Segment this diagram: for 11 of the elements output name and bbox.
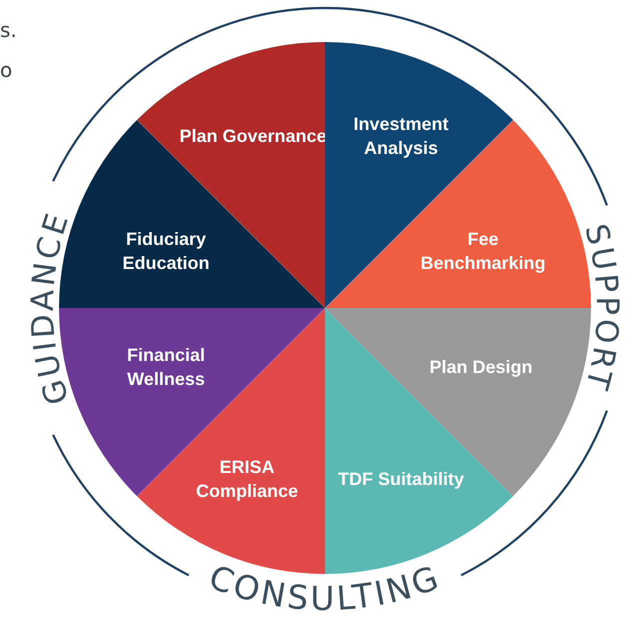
segment-label: Fiduciary Education — [121, 228, 210, 275]
segment-label: Plan Design — [428, 356, 534, 379]
segment-label: Plan Governance — [178, 125, 328, 148]
cut-off-text: o — [0, 58, 12, 82]
ring-label: CONSULTING — [204, 557, 446, 618]
segment-label: ERISA Compliance — [194, 456, 299, 503]
segment-label: Fee Benchmarking — [419, 228, 547, 275]
cut-off-text: s. — [0, 18, 17, 42]
segment-label: TDF Suitability — [337, 468, 465, 491]
segment-label: Financial Wellness — [126, 344, 206, 391]
segment-label: Investment Analysis — [352, 113, 450, 160]
